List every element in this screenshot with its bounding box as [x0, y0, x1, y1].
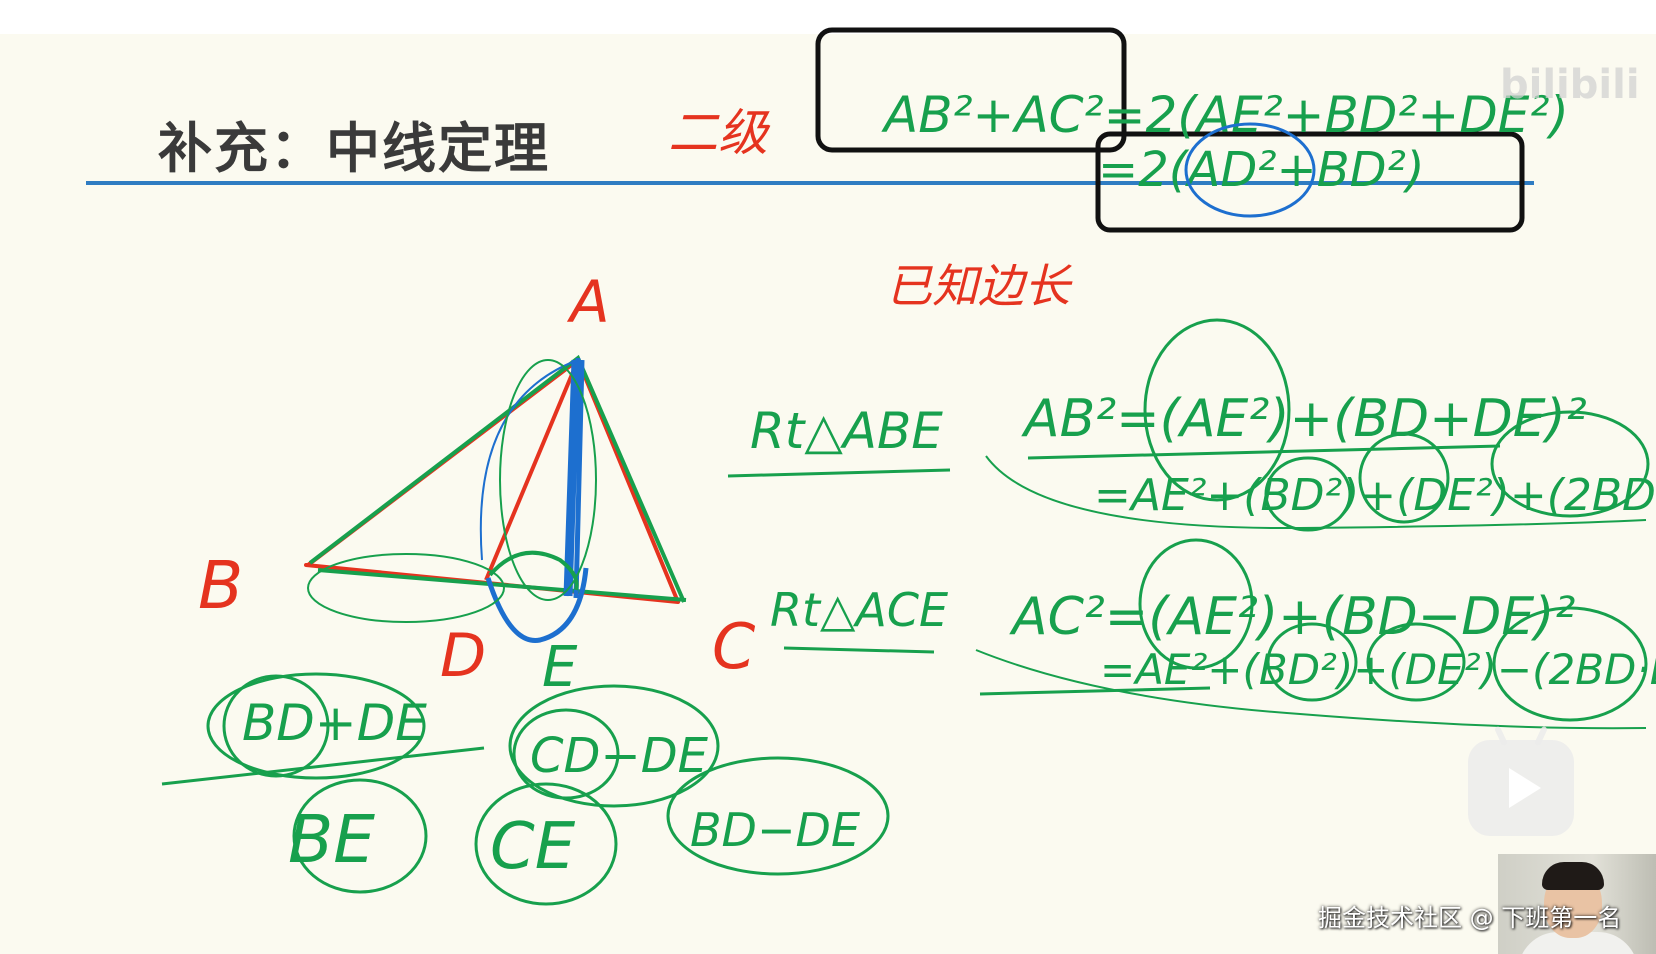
eq2-swoosh — [975, 649, 1647, 730]
presenter-webcam — [1498, 854, 1656, 954]
play-icon — [1509, 768, 1541, 808]
ce-circle — [474, 782, 618, 906]
2bdde-circle-1 — [1490, 410, 1650, 518]
bd-plus-de-circle — [206, 672, 426, 780]
equation-ab-expanded: =AE²+(BD²)+(DE²)+(2BD·DE) — [1094, 470, 1656, 521]
slide — [0, 34, 1656, 954]
bilibili-watermark: bilibili — [1500, 62, 1640, 108]
ae2-circle-1 — [1143, 318, 1291, 502]
ae2-circle-2 — [1138, 538, 1254, 670]
2bdde-circle-2 — [1492, 606, 1648, 722]
bd-arc — [307, 553, 505, 623]
triangle-red-median — [484, 359, 580, 581]
eq1-underline — [1027, 444, 1501, 460]
top-formula-box — [815, 27, 1127, 153]
known-lengths-note: 已知边长 — [886, 259, 1073, 313]
equation-ab: AB²=(AE²)+(BD+DE)² — [1021, 389, 1587, 449]
ce-label: CE — [490, 810, 576, 884]
presenter-body — [1518, 932, 1638, 954]
bd-minus-de-circle — [666, 756, 890, 876]
de2-circle-2 — [1366, 622, 1466, 702]
top-formula: AB²+AC²=2(AE²+BD²+DE²) — [881, 86, 1569, 144]
de2-circle-1 — [1358, 432, 1450, 524]
rt-ace-label: Rt△ACE — [770, 583, 948, 637]
rt-ace-underline — [783, 646, 935, 654]
altitude-blue — [563, 357, 585, 599]
presenter-hair — [1542, 862, 1604, 890]
be-circle — [292, 778, 428, 894]
rt-abe-underline — [727, 468, 951, 478]
cd-minus-de-circle — [508, 684, 720, 808]
title-underline — [86, 181, 1534, 185]
top-formula-box-2 — [1095, 131, 1525, 233]
eq1-swoosh — [985, 455, 1647, 530]
play-button[interactable] — [1468, 725, 1574, 836]
bd-circle — [222, 674, 330, 778]
bd-plus-de: BD+DE — [242, 694, 427, 752]
segment-rule — [161, 746, 485, 786]
ae-arc — [499, 359, 597, 601]
slide-title: 补充：中线定理 — [158, 117, 550, 180]
eq2-underline — [979, 686, 1211, 696]
bd2-circle-2 — [1266, 622, 1358, 702]
vertex-a: A — [566, 268, 610, 336]
equation-ac: AC²=(AE²)+(BD−DE)² — [1009, 587, 1575, 647]
rt-abe-label: Rt△ABE — [750, 402, 943, 460]
vertex-c: C — [712, 610, 756, 683]
bd-minus-de: BD−DE — [690, 803, 860, 857]
altitude-thin-blue — [479, 359, 579, 561]
right-angle-green — [488, 550, 579, 591]
top-formula-line-2: =2(AD²+BD²) — [1098, 142, 1425, 198]
vertex-e: E — [542, 635, 578, 700]
bd2-circle-1 — [1264, 456, 1352, 532]
ad-squared-circle — [1184, 122, 1316, 218]
altitude-blue-loop — [485, 567, 589, 643]
cd-circle — [512, 708, 620, 800]
source-credit: 掘金技术社区 @ 下班第一名 — [1318, 904, 1622, 932]
vertex-b: B — [198, 547, 243, 624]
level-note: 二级 — [668, 104, 771, 162]
vertex-d: D — [440, 621, 486, 691]
